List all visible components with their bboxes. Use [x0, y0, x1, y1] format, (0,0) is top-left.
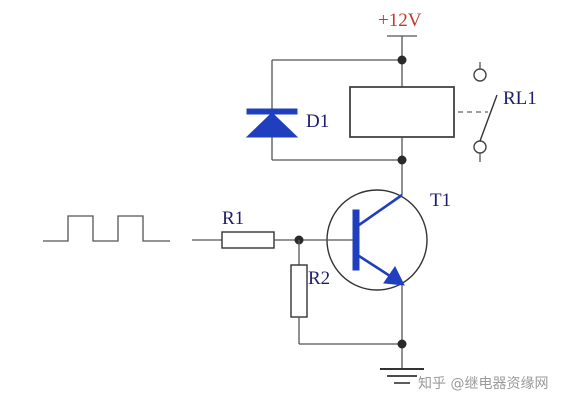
transistor-label: T1 [430, 190, 451, 211]
resistor-r2-label: R2 [308, 268, 330, 289]
square-wave-input [43, 215, 170, 242]
node-dot [397, 155, 407, 165]
resistor-r2 [290, 264, 308, 318]
resistor-r1 [221, 231, 275, 249]
watermark: 知乎 @继电器资缘网 [418, 375, 548, 392]
diode-label: D1 [306, 111, 329, 132]
diode-d1-symbol [245, 108, 299, 138]
resistor-r1-label: R1 [222, 208, 244, 229]
relay-contacts [458, 62, 498, 162]
node-dot [397, 339, 407, 349]
relay-coil [349, 86, 455, 138]
supply-label: +12V [378, 10, 422, 31]
node-dot [397, 55, 407, 65]
relay-label: RL1 [503, 88, 537, 109]
ground-icon [380, 368, 424, 384]
